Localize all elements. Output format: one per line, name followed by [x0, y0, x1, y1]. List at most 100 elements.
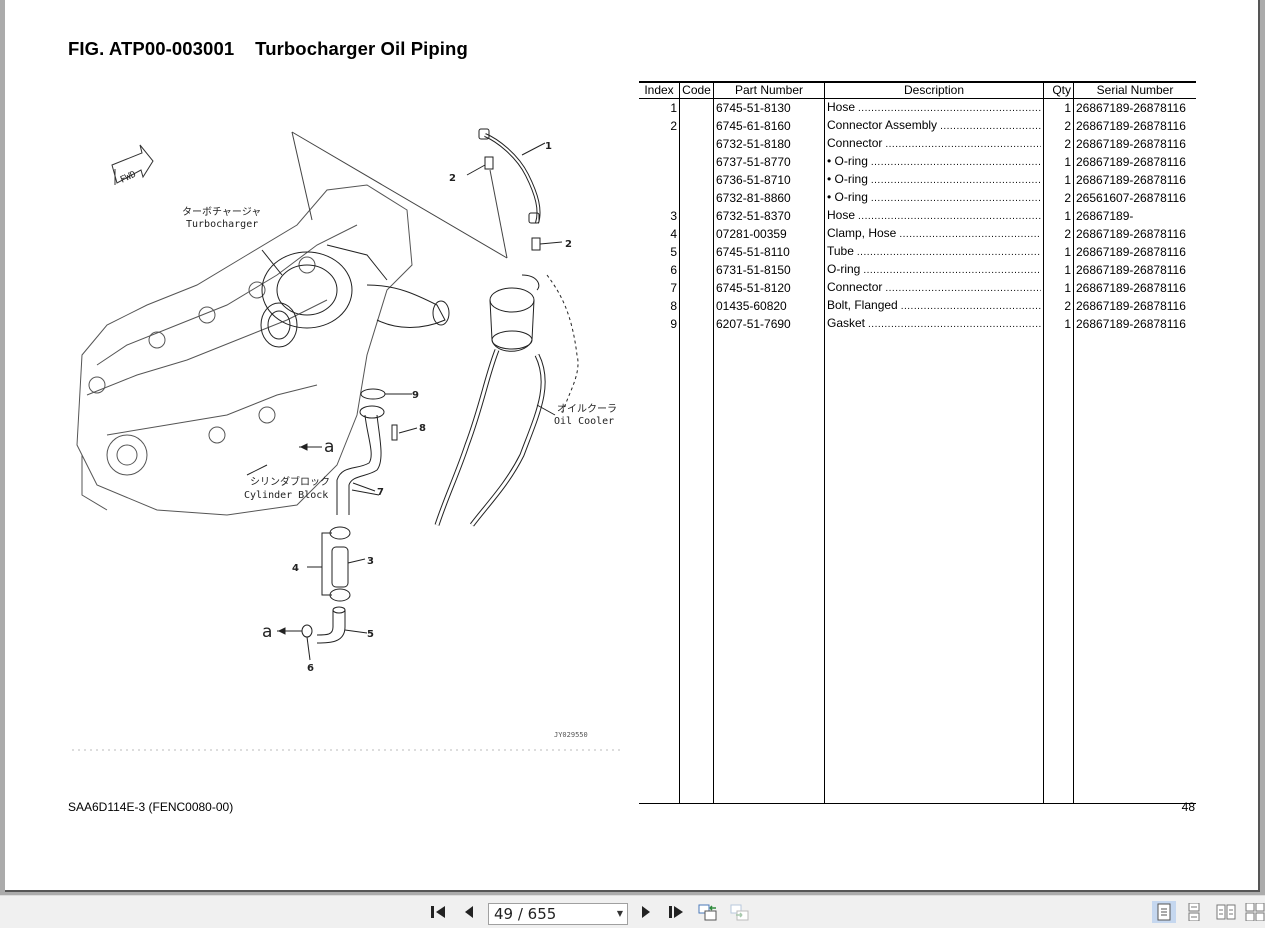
description-text: Gasket — [827, 316, 866, 330]
turbocharger-jp-label: ターボチャージャ — [182, 206, 261, 218]
header-description: Description — [824, 81, 1044, 99]
row-description: • O-ring................................… — [824, 189, 1044, 207]
row-description: Tube....................................… — [824, 243, 1044, 261]
row-part-number: 6732-81-8860 — [713, 189, 825, 207]
description-text: Tube — [827, 244, 854, 258]
empty-cell — [639, 333, 680, 803]
last-page-button[interactable] — [666, 902, 686, 922]
single-page-view-button[interactable] — [1152, 901, 1176, 923]
chevron-down-icon[interactable]: ▼ — [616, 909, 623, 918]
row-part-number: 6745-51-8120 — [713, 279, 825, 297]
description-text: • O-ring — [827, 172, 868, 186]
header-code: Code — [679, 81, 714, 99]
facing-view-button[interactable] — [1214, 901, 1238, 923]
next-view-button[interactable] — [730, 902, 750, 922]
leader-dots: ........................................… — [899, 229, 1041, 240]
row-serial-number: 26867189-26878116 — [1076, 172, 1186, 187]
fwd-arrow-icon — [111, 144, 154, 185]
row-qty: 1 — [1043, 207, 1074, 225]
row-index: 3 — [639, 207, 680, 225]
row-qty: 1 — [1043, 243, 1074, 261]
last-page-icon — [669, 906, 683, 918]
row-index: 9 — [639, 315, 680, 333]
callout-4: 4 — [292, 563, 299, 574]
next-page-button[interactable] — [636, 902, 656, 922]
oil-cooler-en-label: Oil Cooler — [554, 416, 614, 427]
leader-dots: ........................................… — [900, 301, 1041, 312]
row-code — [679, 189, 714, 207]
callout-1: 1 — [545, 141, 552, 152]
continuous-view-icon — [1188, 903, 1200, 921]
table-row: 6736-51-8710• O-ring....................… — [639, 171, 1196, 189]
row-code — [679, 171, 714, 189]
empty-cell — [1043, 333, 1074, 803]
row-part-number: 6745-51-8110 — [713, 243, 825, 261]
row-description: • O-ring................................… — [824, 171, 1044, 189]
document-page: FIG. ATP00-003001 Turbocharger Oil Pipin… — [5, 0, 1260, 892]
description-text: Hose — [827, 100, 856, 114]
hose-1-drawing — [478, 128, 541, 224]
row-serial-number: 26867189-26878116 — [1076, 136, 1186, 151]
row-description: Connector Assembly......................… — [824, 117, 1044, 135]
row-serial-number: 26867189-26878116 — [1076, 298, 1186, 313]
cylinder-block-jp-label: シリンダブロック — [250, 475, 330, 488]
document-footer-model: SAA6D114E-3 (FENC0080-00) — [68, 800, 234, 814]
cylinder-block-en-label: Cylinder Block — [244, 490, 328, 501]
row-serial-number: 26867189-26878116 — [1076, 262, 1186, 277]
description-text: Connector — [827, 136, 883, 150]
first-page-button[interactable] — [428, 902, 448, 922]
callout-8: 8 — [419, 423, 426, 434]
row-qty: 1 — [1043, 261, 1074, 279]
previous-view-button[interactable] — [698, 902, 718, 922]
gasket-9-drawing — [360, 388, 386, 400]
leader-dots: ........................................… — [863, 265, 1041, 276]
row-part-number: 6731-51-8150 — [713, 261, 825, 279]
table-bottom-rule — [639, 803, 1196, 804]
row-qty: 1 — [1043, 171, 1074, 189]
figure-title: FIG. ATP00-003001 Turbocharger Oil Pipin… — [68, 38, 468, 59]
previous-page-icon — [465, 906, 473, 918]
row-description: Connector...............................… — [824, 279, 1044, 297]
callout-9: 9 — [412, 390, 419, 401]
oil-cooler-drawing — [434, 274, 579, 527]
row-qty: 1 — [1043, 315, 1074, 333]
o-ring-6-drawing — [301, 624, 313, 638]
row-serial-number: 26867189-26878116 — [1076, 226, 1186, 241]
header-index: Index — [639, 81, 680, 99]
row-code — [679, 297, 714, 315]
description-text: Clamp, Hose — [827, 226, 897, 240]
continuous-facing-view-button[interactable] — [1244, 901, 1265, 923]
row-code — [679, 243, 714, 261]
ref-a-label-oring: a — [262, 622, 272, 642]
vertical-scrollbar[interactable] — [1260, 0, 1265, 895]
turbocharger-drawing — [260, 244, 450, 348]
printed-page-number: 48 — [1181, 800, 1195, 814]
page-number-field[interactable]: 49 / 655 ▼ — [488, 903, 628, 925]
previous-view-icon — [698, 904, 717, 921]
engine-block — [76, 184, 413, 516]
description-text: Connector Assembly — [827, 118, 938, 132]
previous-page-button[interactable] — [459, 902, 479, 922]
leader-dots: ........................................… — [885, 139, 1041, 150]
row-index — [639, 171, 680, 189]
continuous-view-button[interactable] — [1182, 901, 1206, 923]
document-viewport[interactable]: FIG. ATP00-003001 Turbocharger Oil Pipin… — [0, 0, 1265, 895]
empty-cell — [713, 333, 825, 803]
empty-cell — [1074, 333, 1197, 803]
description-text: O-ring — [827, 262, 861, 276]
leader-dots: ........................................… — [858, 211, 1041, 222]
row-description: • O-ring................................… — [824, 153, 1044, 171]
callout-3: 3 — [367, 556, 374, 567]
table-row: 6737-51-8770• O-ring....................… — [639, 153, 1196, 171]
row-serial-number: 26867189-26878116 — [1076, 100, 1186, 115]
row-description: Clamp, Hose.............................… — [824, 225, 1044, 243]
row-code — [679, 207, 714, 225]
row-code — [679, 98, 714, 117]
row-index: 5 — [639, 243, 680, 261]
